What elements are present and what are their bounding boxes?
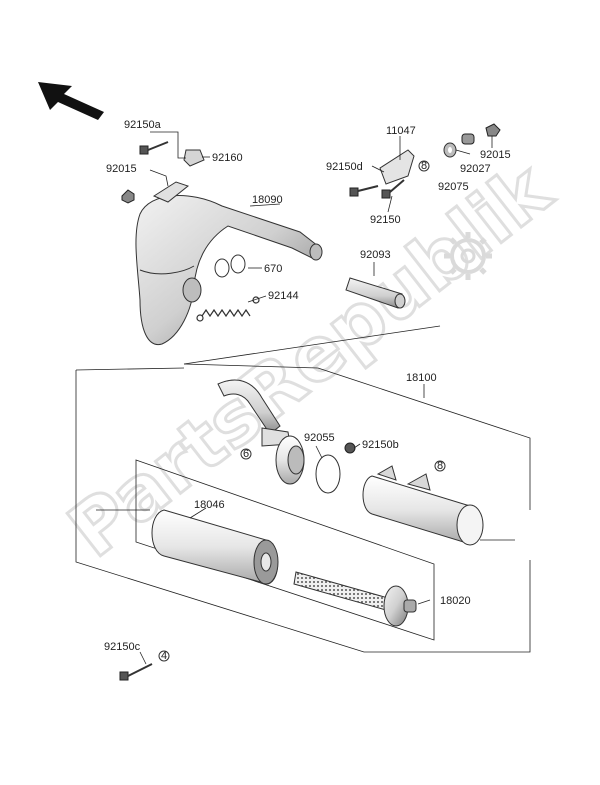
bracket-11047 — [379, 149, 415, 185]
label-92075: 92075 — [438, 181, 469, 193]
nut-92015-left — [121, 189, 135, 204]
label-92150c: 92150c — [104, 641, 141, 653]
leader-lines — [139, 131, 493, 665]
label-92150a: 92150a — [124, 119, 162, 131]
bolt-92150 — [381, 179, 405, 199]
clamp-92160 — [183, 149, 205, 167]
washer-92075 — [443, 142, 457, 158]
bolt-92150d — [349, 185, 379, 197]
label-92027: 92027 — [460, 163, 491, 175]
muffler-body-18100 — [362, 465, 484, 546]
label-18046: 18046 — [194, 499, 225, 511]
silencer-sleeve-18046 — [151, 509, 279, 585]
bolt-92150b — [344, 442, 356, 454]
label-92150b: 92150b — [362, 439, 399, 451]
part-labels: 92150a 92160 92015 18090 670 92144 11047… — [104, 119, 511, 653]
bolt-92150a — [139, 141, 169, 155]
marker-m2: 6 — [243, 448, 249, 460]
expansion-chamber-18090 — [135, 181, 323, 346]
label-18090: 18090 — [252, 194, 283, 206]
label-92093: 92093 — [360, 249, 391, 261]
label-92144: 92144 — [268, 290, 299, 302]
gasket-92055 — [315, 454, 341, 494]
end-cap — [275, 435, 305, 485]
label-92150d: 92150d — [326, 161, 363, 173]
nut-92015-right — [485, 123, 501, 137]
bolt-92150c — [119, 663, 153, 681]
tube-92093 — [345, 277, 406, 309]
reference-markers: 8 6 8 4 — [158, 160, 446, 662]
marker-m4: 4 — [161, 650, 167, 662]
collar-92027 — [461, 133, 475, 145]
label-92150: 92150 — [370, 214, 401, 226]
gear-icon — [444, 232, 492, 280]
marker-m1: 8 — [421, 160, 427, 172]
label-18100: 18100 — [406, 372, 437, 384]
label-92015-left: 92015 — [106, 163, 137, 175]
o-rings-670 — [214, 254, 246, 278]
label-670: 670 — [264, 263, 282, 275]
muffler-assembly-box — [75, 325, 531, 653]
label-92160: 92160 — [212, 152, 243, 164]
label-92055: 92055 — [304, 432, 335, 444]
label-11047: 11047 — [386, 125, 416, 137]
label-92015-right: 92015 — [480, 149, 511, 161]
marker-m3: 8 — [437, 460, 443, 472]
direction-arrow-icon — [38, 82, 104, 120]
label-18020: 18020 — [440, 595, 471, 607]
spring-92144 — [196, 296, 260, 322]
packing-tube-18020 — [293, 571, 417, 627]
